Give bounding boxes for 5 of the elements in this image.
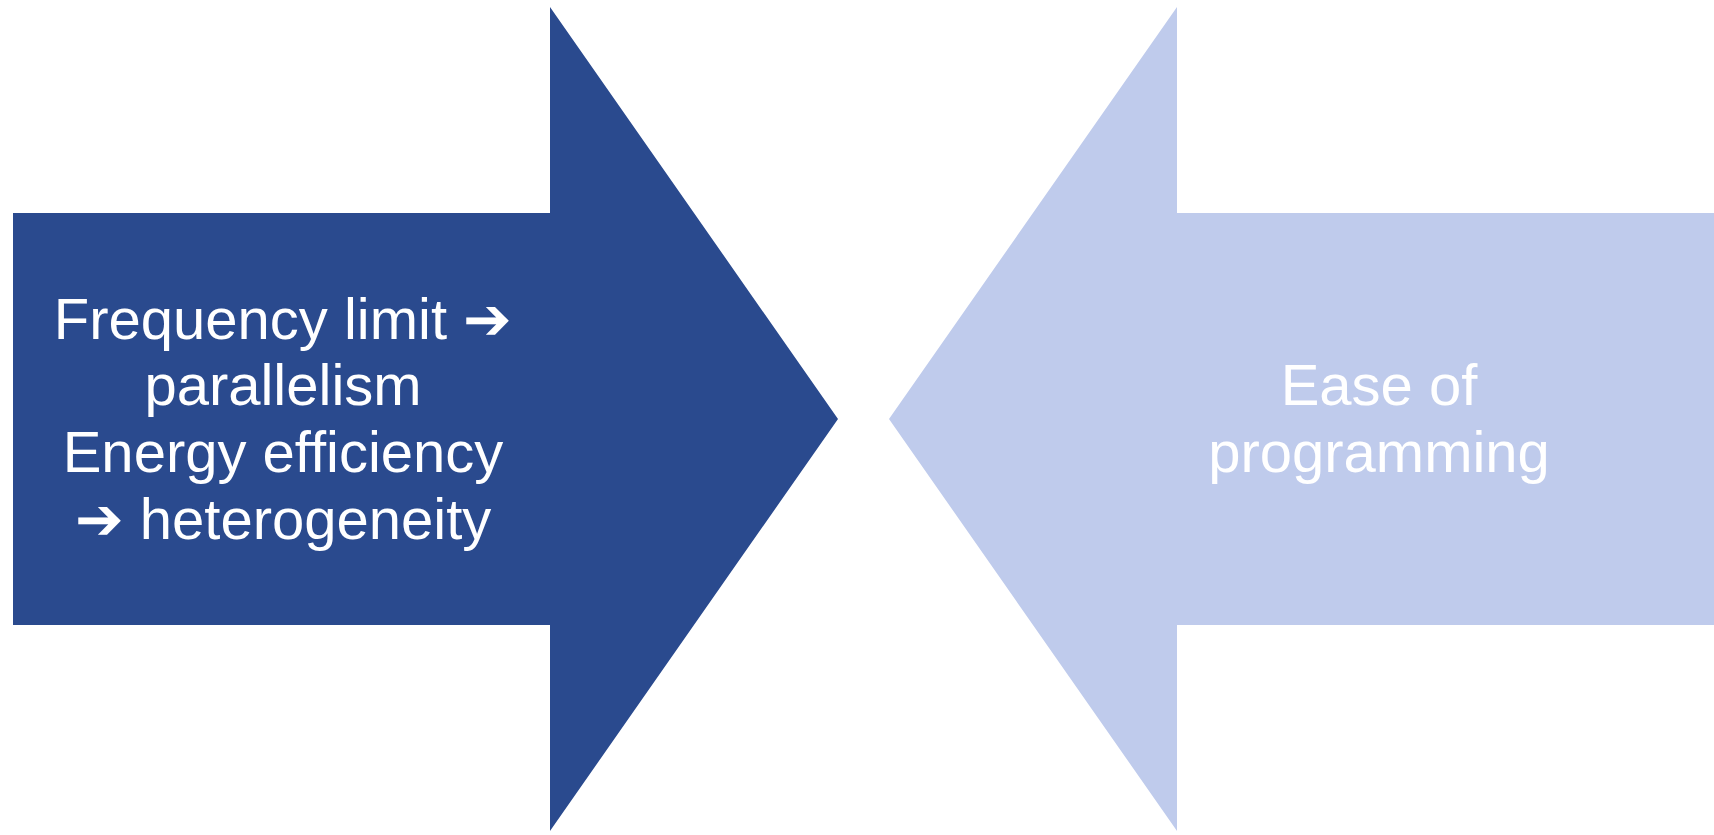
block-arrow	[13, 7, 838, 831]
arrow-label: Frequency limit ➔ parallelism	[52, 285, 514, 419]
arrow-label: Ease of programming	[1207, 352, 1551, 486]
block-arrow	[889, 7, 1714, 831]
arrow-label: Energy efficiency ➔ heterogeneity	[61, 419, 505, 553]
